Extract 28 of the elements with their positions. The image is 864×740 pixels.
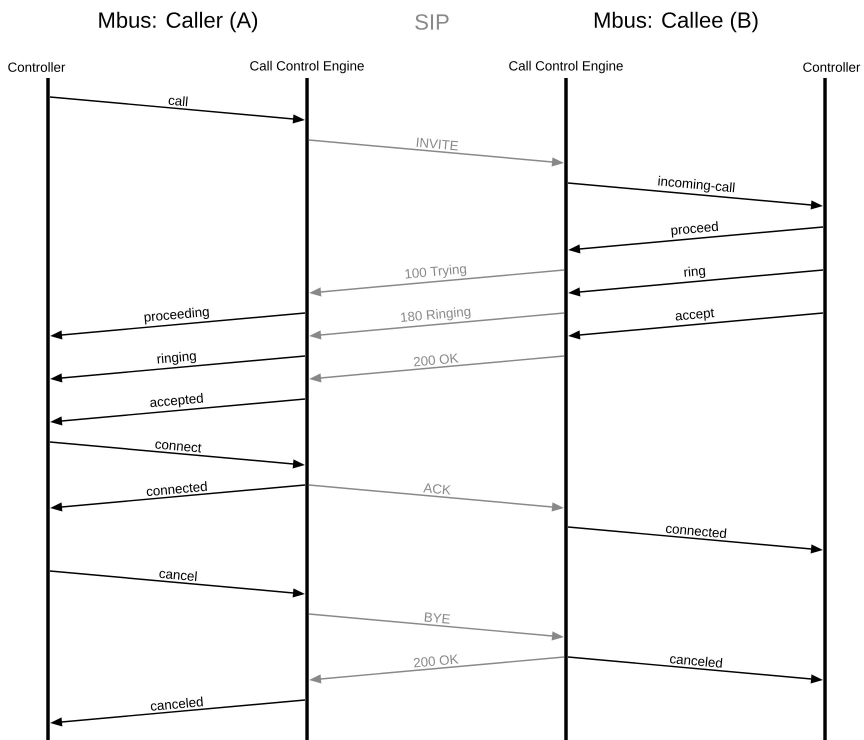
section-title: SIP — [415, 14, 449, 30]
edge-label: proceeding — [144, 308, 209, 324]
edge-label: 200 OK — [414, 353, 459, 366]
edge-label: 180 Ringing — [401, 307, 471, 322]
participant-label: Controller — [8, 62, 66, 72]
edge-label: connected — [146, 481, 208, 496]
edge-label: INVITE — [416, 138, 458, 150]
edge-label: BYE — [424, 612, 450, 624]
edge-label: 200 OK — [414, 654, 459, 668]
edge-label: proceed — [671, 221, 718, 238]
edge-label: incoming-call — [658, 176, 735, 193]
edge-label: ring — [684, 266, 706, 278]
edge-label: 100 Trying — [405, 264, 466, 279]
edge-label: connect — [155, 442, 202, 453]
edge-label: canceled — [670, 656, 722, 668]
participant-label: Call Control Engine — [250, 60, 364, 74]
edge-label: accept — [676, 308, 714, 321]
edge-label: accepted — [150, 392, 204, 408]
edge-label: ACK — [423, 483, 451, 495]
section-title: Mbus: Callee (B) — [594, 12, 758, 32]
edge-label: call — [168, 96, 188, 106]
edge-label: connected — [666, 526, 726, 538]
participant-label: Call Control Engine — [509, 60, 623, 74]
edge-label: canceled — [150, 696, 203, 711]
edge-label: cancel — [159, 570, 197, 582]
section-title: Mbus: Caller (A) — [99, 12, 258, 32]
edge-label: ringing — [157, 352, 196, 365]
participant-label: Controller — [803, 62, 860, 72]
